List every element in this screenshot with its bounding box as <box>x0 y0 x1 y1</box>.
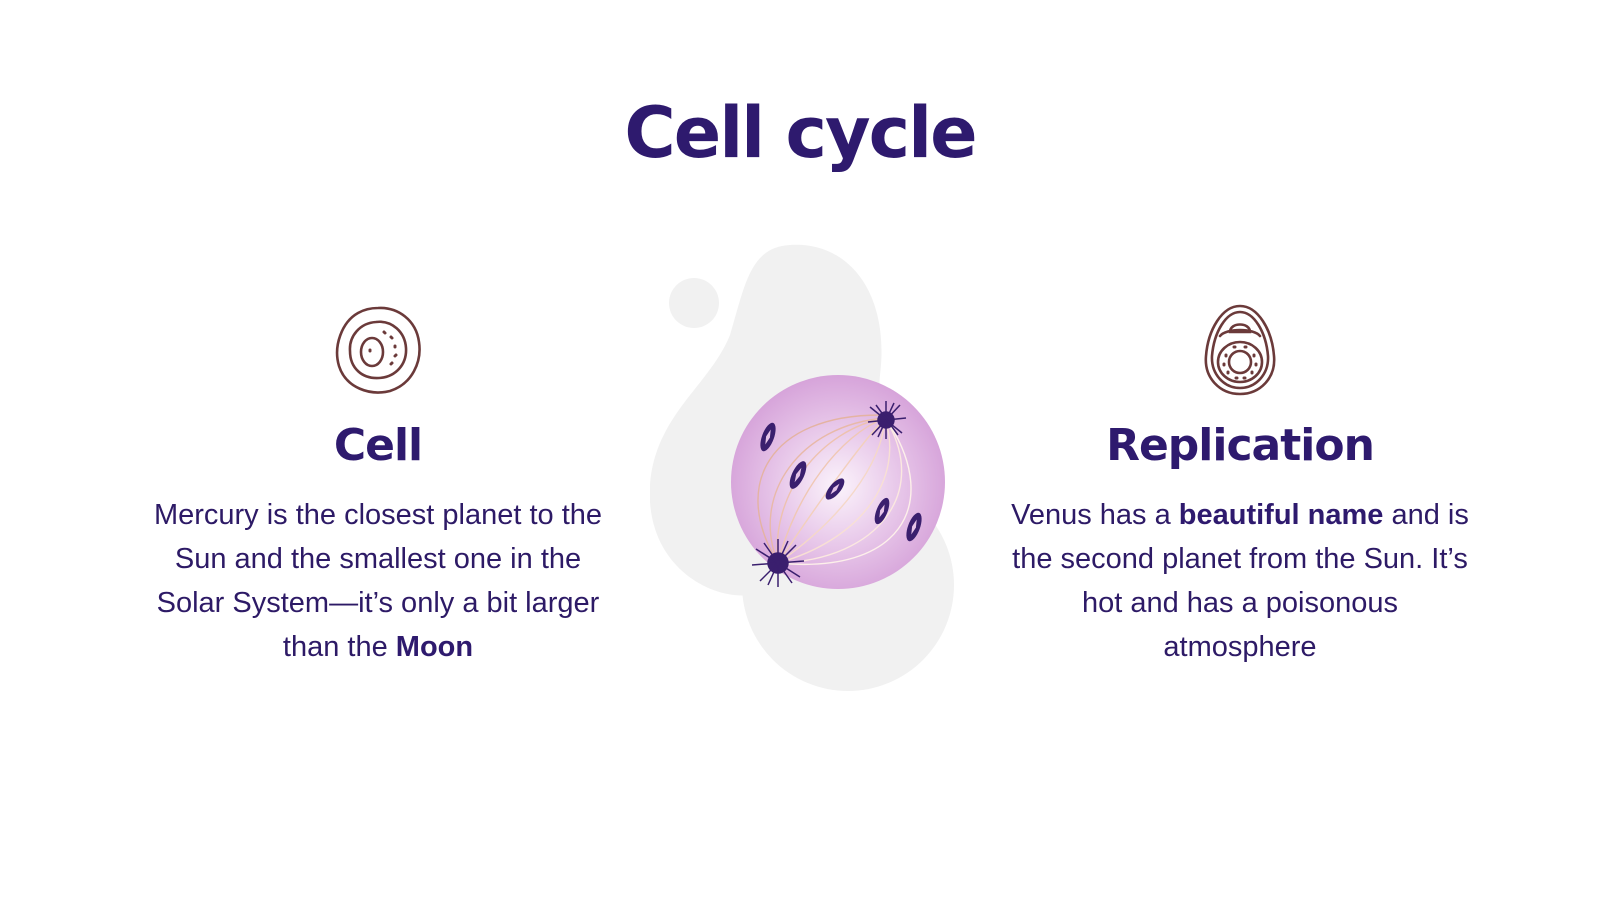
centrosome-bottom <box>751 539 805 587</box>
mitosis-cell-illustration <box>649 235 990 715</box>
replication-section: Replication Venus has a beautiful name a… <box>1010 300 1470 669</box>
replication-description: Venus has a beautiful name and is the se… <box>1011 499 1469 663</box>
cell-heading: Cell <box>333 420 423 471</box>
centrosome-top <box>867 401 907 439</box>
slide-title: Cell cycle <box>624 92 977 174</box>
egg-cell-icon <box>1190 300 1290 400</box>
cell-section: Cell Mercury is the closest planet to th… <box>148 300 608 669</box>
cell-icon <box>328 300 428 400</box>
chromosomes <box>760 422 922 542</box>
replication-heading: Replication <box>1106 420 1375 471</box>
cell-description: Mercury is the closest planet to the Sun… <box>153 499 603 663</box>
